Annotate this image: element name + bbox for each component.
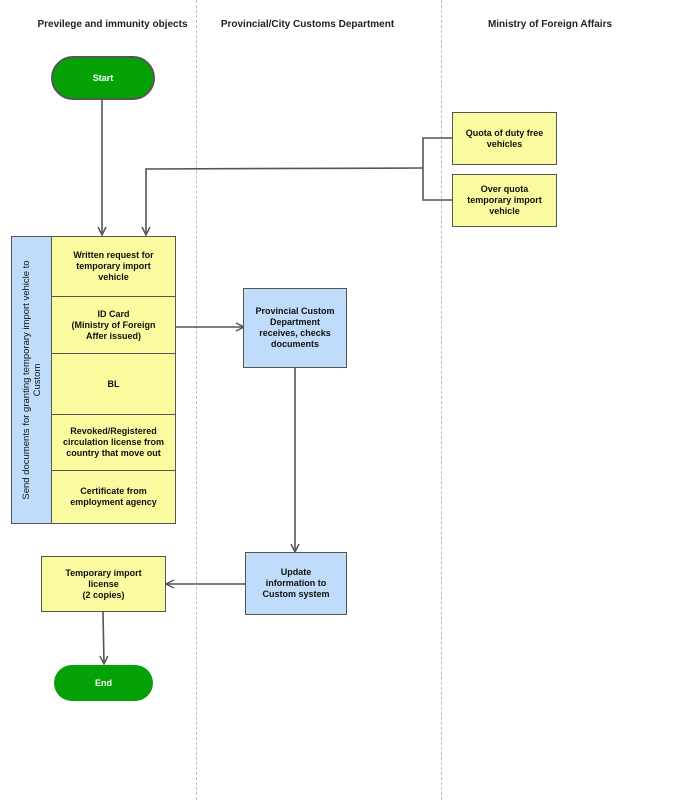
arrow-quota-to-request [141,167,424,237]
doc-written-request: Written request for temporary import veh… [52,237,175,297]
quota-duty-free-box: Quota of duty free vehicles [452,112,557,165]
bracket-quota-boxes [422,137,453,201]
doc-bl: BL [52,354,175,415]
send-documents-group: Send documents for granting temporary im… [11,236,176,524]
end-node: End [54,665,153,701]
start-node: Start [51,56,155,100]
lane-divider-2 [441,0,442,800]
lane-title-foreign-affairs: Ministry of Foreign Affairs [487,19,613,30]
doc-id-card: ID Card (Ministry of Foreign Affer issue… [52,297,175,354]
documents-stack: Written request for temporary import veh… [52,237,175,523]
temp-license-box: Temporary import license (2 copies) [41,556,166,612]
send-documents-text: Send documents for granting temporary im… [20,260,43,500]
over-quota-box: Over quota temporary import vehicle [452,174,557,227]
lane-divider-1 [196,0,197,800]
send-documents-side-label: Send documents for granting temporary im… [12,237,52,523]
doc-circulation-license: Revoked/Registered circulation license f… [52,415,175,471]
arrow-license-to-end [99,611,109,666]
update-info-box: Update information to Custom system [245,552,347,615]
doc-employment-certificate: Certificate from employment agency [52,471,175,522]
lane-title-customs: Provincial/City Customs Department [220,19,395,30]
lane-title-privilege: Previlege and immunity objects [37,19,188,30]
provincial-receives-box: Provincial Custom Department receives, c… [243,288,347,368]
